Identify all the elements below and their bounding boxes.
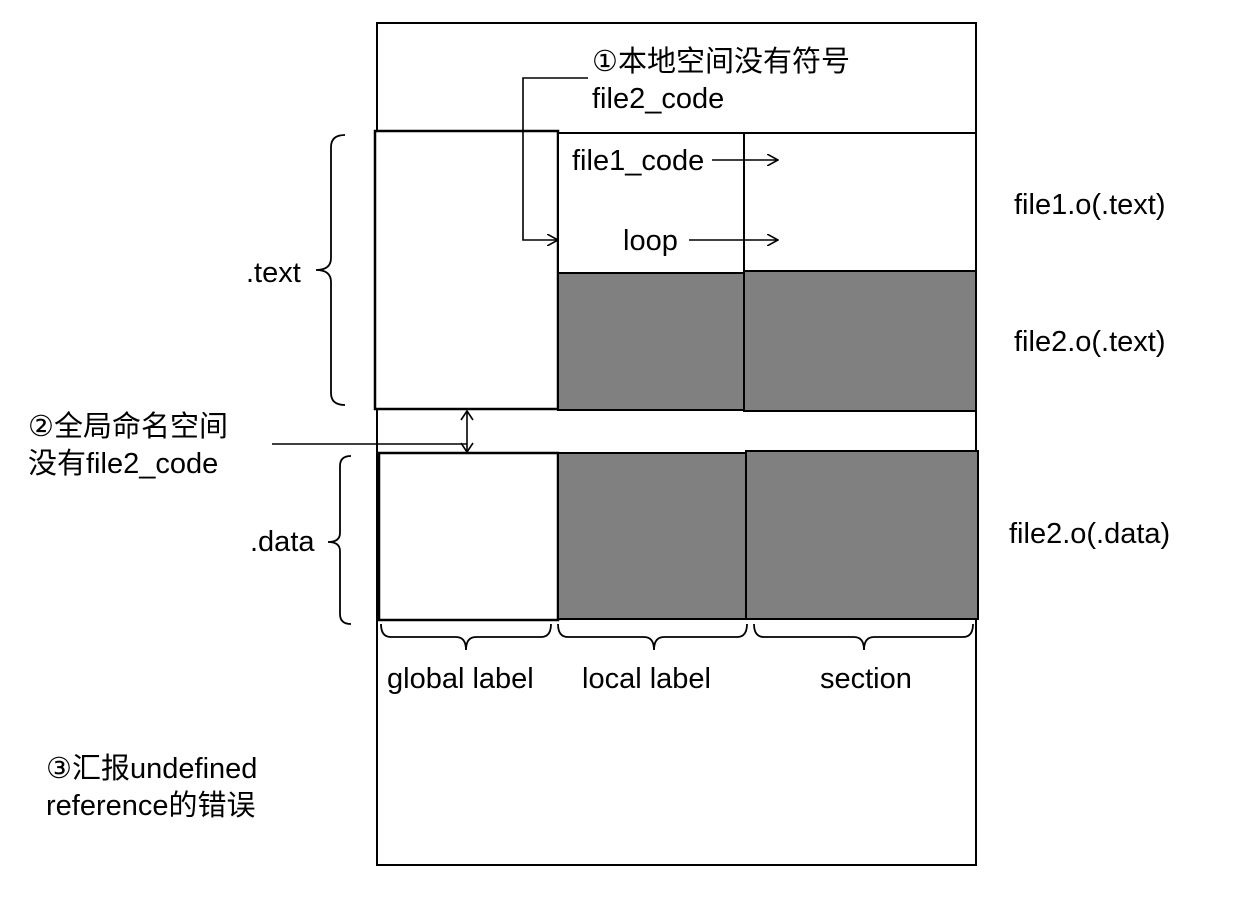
data-global-cell [377, 451, 560, 622]
loop-label: loop [623, 225, 678, 257]
note2-line2: 没有file2_code [28, 448, 219, 480]
section-column-brace [753, 623, 974, 651]
file1-code-label: file1_code [572, 145, 705, 177]
row-file1-text-label: file1.o(.text) [1014, 189, 1166, 221]
note3-line1: ③汇报undefined [46, 753, 258, 785]
text-brace [315, 134, 346, 406]
column-global-label: global label [387, 663, 534, 695]
row-file2-text-label: file2.o(.text) [1014, 326, 1166, 358]
note3-line2: reference的错误 [46, 790, 256, 822]
row-file2-data-label: file2.o(.data) [1009, 518, 1171, 550]
text-file1-section-cell [743, 132, 977, 274]
text-global-cell [373, 129, 560, 411]
note2-text: ②全局命名空间 没有file2_code [28, 409, 228, 483]
note1-line2: file2_code [592, 83, 725, 115]
text-segment-label: .text [246, 257, 301, 289]
gap-double-arrow-bottom-head [460, 442, 474, 454]
data-file2-local-cell [557, 452, 747, 620]
global-column-brace [380, 623, 552, 651]
note1-pointer-arrow [522, 77, 588, 240]
local-column-brace [557, 623, 748, 651]
text-file2-local-cell [557, 272, 745, 411]
column-section-label: section [820, 663, 912, 695]
note1-text: ①本地空间没有符号 file2_code [592, 44, 850, 118]
note2-line1: ②全局命名空间 [28, 411, 228, 443]
data-segment-label: .data [250, 526, 315, 558]
data-brace [327, 455, 352, 625]
text-file2-section-cell [743, 270, 977, 412]
note3-text: ③汇报undefined reference的错误 [46, 751, 257, 825]
note1-line1: ①本地空间没有符号 [592, 46, 850, 78]
column-local-label: local label [582, 663, 711, 695]
gap-double-arrow-top-head [460, 409, 474, 421]
data-file2-section-cell [745, 450, 979, 620]
